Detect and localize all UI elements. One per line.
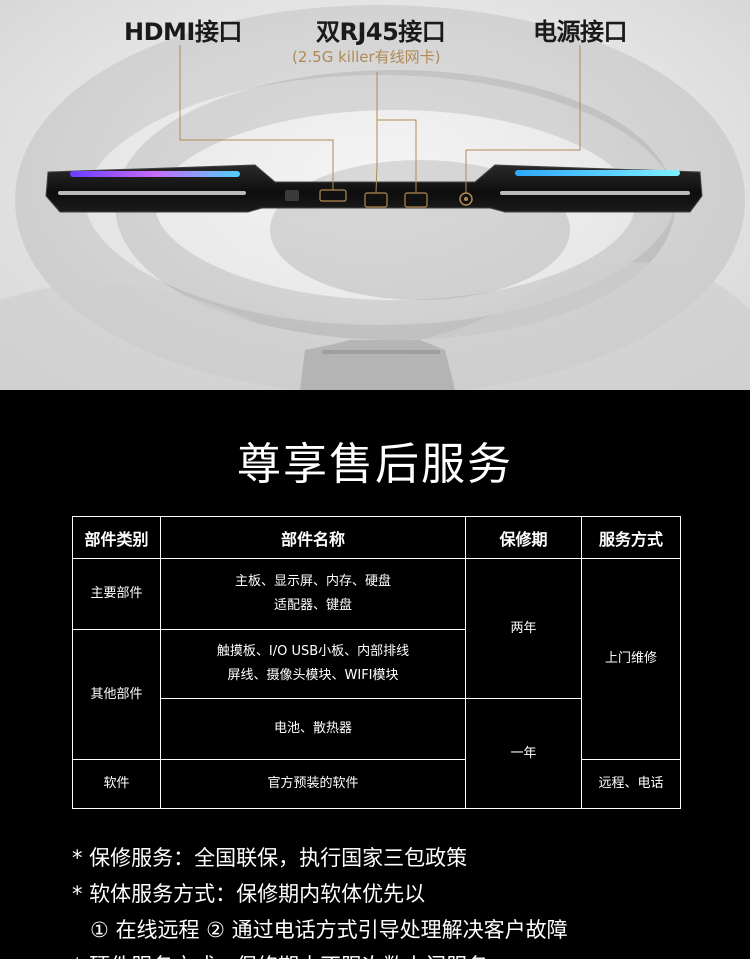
two-years-cell: 两年 [465,558,582,699]
note-line3: ① 在线远程 ② 通过电话方式引导处理解决客户故障 [90,918,568,942]
table-row: 软件 官方预装的软件 远程、电话 [72,759,681,809]
power-label: 电源接口 [533,18,628,46]
note-line4: * 硬件服务方式：保修期内不限次数上门服务 [72,948,568,959]
service-title: 尊享售后服务 [237,439,513,490]
table-row: 主要部件 主板、显示屏、内存、硬盘 适配器、键盘 两年 上门维修 [72,558,681,760]
one-year-cell: 一年 [465,698,582,809]
battery-parts-cell: 电池、散热器 [160,698,466,760]
service-table: 部件类别 部件名称 保修期 服务方式 主要部件 主板、显示屏、内存、硬盘 适配器… [72,516,681,809]
remote-cell: 远程、电话 [581,759,681,809]
main-parts-line2: 适配器、键盘 [273,598,352,613]
main-parts-line1: 主板、显示屏、内存、硬盘 [234,574,391,589]
onsite-cell: 上门维修 [581,558,681,760]
rj45-port-right-icon [404,192,428,208]
header-category: 部件类别 [72,516,161,559]
hdmi-port-icon [319,189,347,202]
product-ports-section: HDMI接口 双RJ45接口 (2.5G killer有线网卡) 电源接口 [0,0,750,390]
software-category-cell: 软件 [72,759,161,809]
table-row: 电池、散热器 一年 [73,698,681,809]
main-category-cell: 主要部件 [72,558,161,630]
note-line1: * 保修服务：全国联保，执行国家三包政策 [72,846,468,870]
service-notes: * 保修服务：全国联保，执行国家三包政策 * 软体服务方式：保修期内软体优先以 … [72,840,568,959]
other-category-cell: 其他部件 [72,629,161,760]
rj45-label: 双RJ45接口 [316,18,446,46]
rj45-sub-label: (2.5G killer有线网卡) [292,48,441,66]
header-warranty: 保修期 [465,516,582,559]
lock-slot-icon [285,190,299,201]
rj45-port-left-icon [364,192,388,208]
callout-lines [179,45,581,194]
laptop-rear-image [45,45,703,213]
other-parts-line2: 屏线、摄像头模块、WIFI模块 [227,668,399,683]
main-parts-cell: 主板、显示屏、内存、硬盘 适配器、键盘 [160,558,466,630]
other-parts-line1: 触摸板、I/O USB小板、内部排线 [216,644,410,659]
note-line2: * 软体服务方式：保修期内软体优先以 [72,882,426,906]
other-parts-cell: 触摸板、I/O USB小板、内部排线 屏线、摄像头模块、WIFI模块 [160,629,466,699]
header-service-method: 服务方式 [581,516,681,559]
software-parts-cell: 官方预装的软件 [160,759,466,809]
table-row: 其他部件 触摸板、I/O USB小板、内部排线 屏线、摄像头模块、WIFI模块 [72,629,681,760]
table-header-row: 部件类别 部件名称 保修期 服务方式 [72,516,681,559]
header-part-name: 部件名称 [160,516,466,559]
hdmi-label: HDMI接口 [124,18,242,46]
